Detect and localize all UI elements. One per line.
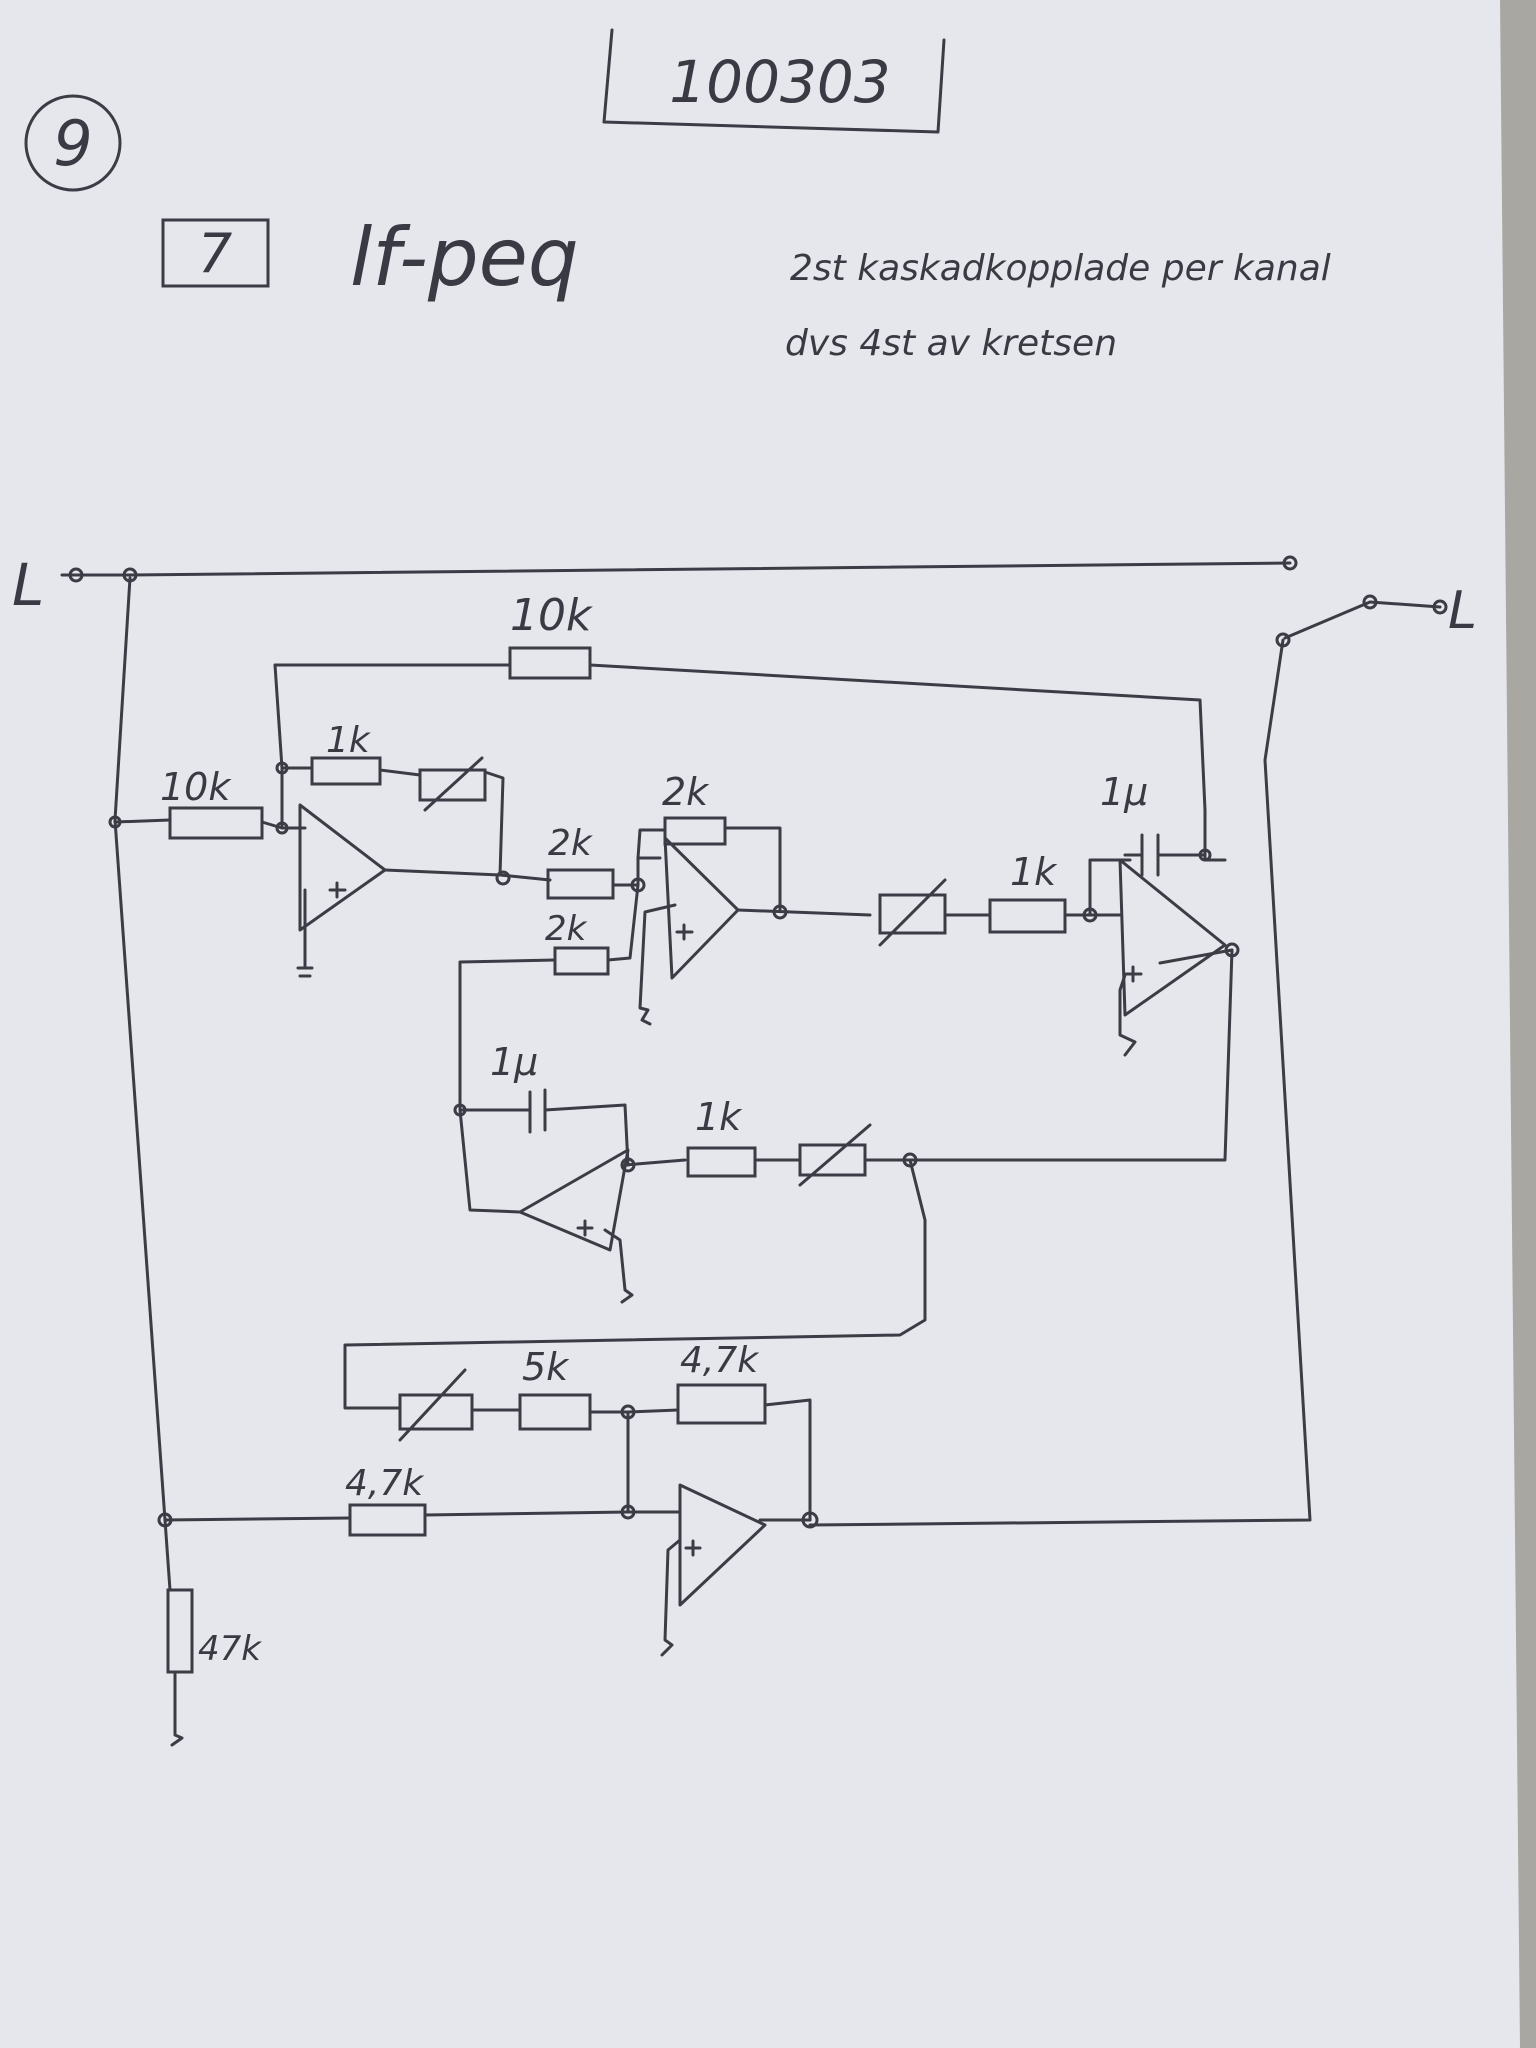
wiring (60, 561, 1442, 1747)
opamp-integrator (518, 1148, 630, 1252)
input-label: L (12, 551, 44, 619)
label-r-integrator2-in: 1k (1010, 850, 1058, 894)
label-c-integrator2: 1µ (1100, 770, 1148, 814)
resistor-stage2-in2 (553, 946, 610, 976)
resistor-integrator2-in (988, 898, 1067, 934)
resistor-integrator1-in (686, 1146, 757, 1178)
potentiometer-mixer (398, 1368, 474, 1442)
resistor-stage2-in (546, 868, 615, 900)
date-code: 100303 (669, 48, 890, 116)
label-r-shunt: 47k (198, 1629, 262, 1669)
opamp-3 (1118, 858, 1227, 1017)
section-number: 7 (198, 222, 232, 285)
opamp-2 (663, 836, 740, 980)
note-line-1: 2st kaskadkopplade per kanal (790, 248, 1331, 289)
label-r-input: 10k (160, 765, 232, 809)
junction-nodes (68, 555, 1448, 1529)
note-line-2: dvs 4st av kretsen (785, 323, 1117, 364)
label-r-stage2-fb: 2k (662, 770, 710, 814)
resistor-mixer-fb (676, 1383, 767, 1425)
potentiometer-stage3 (878, 878, 947, 947)
label-r-stage1-fb: 1k (326, 720, 372, 761)
label-r-feedback-top: 10k (510, 590, 593, 641)
label-c-integrator1: 1µ (490, 1040, 538, 1084)
potentiometer-stage1 (418, 756, 487, 812)
resistor-input (168, 806, 264, 840)
label-r-stage2-in2: 2k (545, 909, 588, 949)
label-r-mix-series: 5k (522, 1345, 570, 1389)
opamp-mixer (678, 1483, 767, 1607)
potentiometer-integrator1 (798, 1123, 872, 1187)
label-r-integrator1-in: 1k (695, 1095, 743, 1139)
resistor-shunt (166, 1588, 194, 1674)
resistor-stage1-fb (310, 756, 382, 786)
resistor-feedback-top (508, 646, 592, 680)
resistor-stage2-fb (663, 816, 727, 846)
label-r-mix-fb: 4,7k (680, 1340, 760, 1381)
capacitor-integrator2 (1123, 833, 1207, 877)
capacitor-integrator1 (528, 1088, 547, 1134)
opamp-1 (298, 803, 387, 932)
resistor-mixer-series (518, 1393, 592, 1431)
section-number-box (161, 218, 270, 288)
section-title: lf-peq (350, 211, 579, 304)
output-label: L (1448, 581, 1477, 641)
label-r-mix-in: 4,7k (345, 1463, 425, 1504)
page-number: 9 (53, 107, 92, 180)
resistor-mixer-in (348, 1503, 427, 1537)
page-number-circle (24, 94, 122, 192)
date-box (602, 28, 946, 134)
label-r-stage2-in: 2k (548, 823, 594, 864)
